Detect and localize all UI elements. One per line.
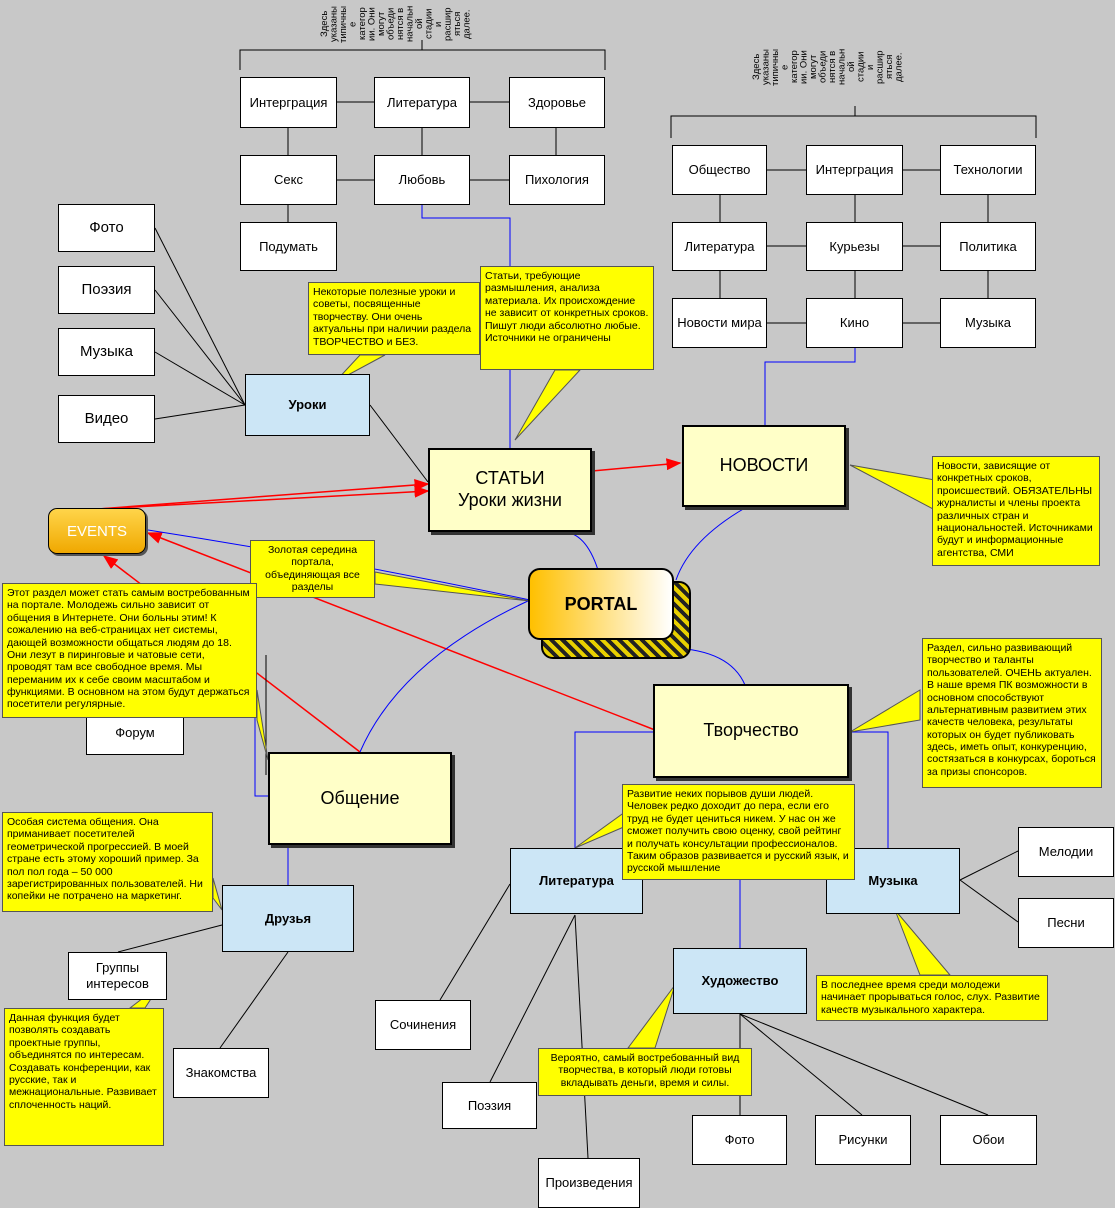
node-friends[interactable]: Друзья xyxy=(222,885,354,952)
node-interest-groups[interactable]: Группы интересов xyxy=(68,952,167,1000)
node-wallpapers[interactable]: Обои xyxy=(940,1115,1037,1165)
note-interest-groups: Данная функция будет позволять создавать… xyxy=(4,1008,164,1146)
category-literature[interactable]: Литература xyxy=(374,77,470,128)
news-politics[interactable]: Политика xyxy=(940,222,1036,271)
note-portal: Золотая середина портала, объединяющая в… xyxy=(250,540,375,598)
note-news: Новости, зависящие от конкретных сроков,… xyxy=(932,456,1100,566)
note-friends: Особая система общения. Она приманивает … xyxy=(2,812,213,912)
node-melodies[interactable]: Мелодии xyxy=(1018,827,1114,877)
node-art[interactable]: Художество xyxy=(673,948,807,1014)
category-caption-left: Здесь указаны типичны е категор ии. Они … xyxy=(319,5,473,43)
news-literature[interactable]: Литература xyxy=(672,222,767,271)
category-psychology[interactable]: Пихология xyxy=(509,155,605,205)
node-drawings[interactable]: Рисунки xyxy=(815,1115,911,1165)
media-music[interactable]: Музыка xyxy=(58,328,155,376)
media-photo[interactable]: Фото xyxy=(58,204,155,252)
node-articles[interactable]: СТАТЬИ Уроки жизни xyxy=(428,448,592,532)
category-sex[interactable]: Секс xyxy=(240,155,337,205)
note-creativity: Раздел, сильно развивающий творчество и … xyxy=(922,638,1102,788)
category-think[interactable]: Подумать xyxy=(240,222,337,271)
media-poetry[interactable]: Поэзия xyxy=(58,266,155,314)
note-art: Вероятно, самый востребованный вид творч… xyxy=(538,1048,752,1096)
note-communication: Этот раздел может стать самым востребова… xyxy=(2,583,257,718)
node-photo[interactable]: Фото xyxy=(692,1115,787,1165)
note-lessons: Некоторые полезные уроки и советы, посвя… xyxy=(308,282,480,355)
category-love[interactable]: Любовь xyxy=(374,155,470,205)
node-lessons[interactable]: Уроки xyxy=(245,374,370,436)
note-articles: Статьи, требующие размышления, анализа м… xyxy=(480,266,654,370)
node-events[interactable]: EVENTS xyxy=(48,508,146,554)
node-works[interactable]: Произведения xyxy=(538,1158,640,1208)
news-society[interactable]: Общество xyxy=(672,145,767,195)
media-video[interactable]: Видео xyxy=(58,395,155,443)
node-dating[interactable]: Знакомства xyxy=(173,1048,269,1098)
node-articles-title: СТАТЬИ xyxy=(475,468,545,489)
node-portal[interactable]: PORTAL xyxy=(528,568,674,640)
category-caption-right: Здесь указаны типичны е категор ии. Они … xyxy=(751,48,905,86)
node-literature[interactable]: Литература xyxy=(510,848,643,914)
category-health[interactable]: Здоровье xyxy=(509,77,605,128)
news-world[interactable]: Новости мира xyxy=(672,298,767,348)
news-cinema[interactable]: Кино xyxy=(806,298,903,348)
news-music[interactable]: Музыка xyxy=(940,298,1036,348)
news-integration[interactable]: Интерграция xyxy=(806,145,903,195)
node-songs[interactable]: Песни xyxy=(1018,898,1114,948)
node-compositions[interactable]: Сочинения xyxy=(375,1000,471,1050)
news-technology[interactable]: Технологии xyxy=(940,145,1036,195)
category-integration[interactable]: Интерграция xyxy=(240,77,337,128)
node-communication[interactable]: Общение xyxy=(268,752,452,845)
note-literature: Развитие неких порывов души людей. Челов… xyxy=(622,784,855,880)
node-poetry[interactable]: Поэзия xyxy=(442,1082,537,1129)
node-articles-subtitle: Уроки жизни xyxy=(458,490,562,510)
node-creativity[interactable]: Творчество xyxy=(653,684,849,778)
note-music: В последнее время среди молодежи начинае… xyxy=(816,975,1048,1021)
node-news[interactable]: НОВОСТИ xyxy=(682,425,846,507)
news-curiosities[interactable]: Курьезы xyxy=(806,222,903,271)
